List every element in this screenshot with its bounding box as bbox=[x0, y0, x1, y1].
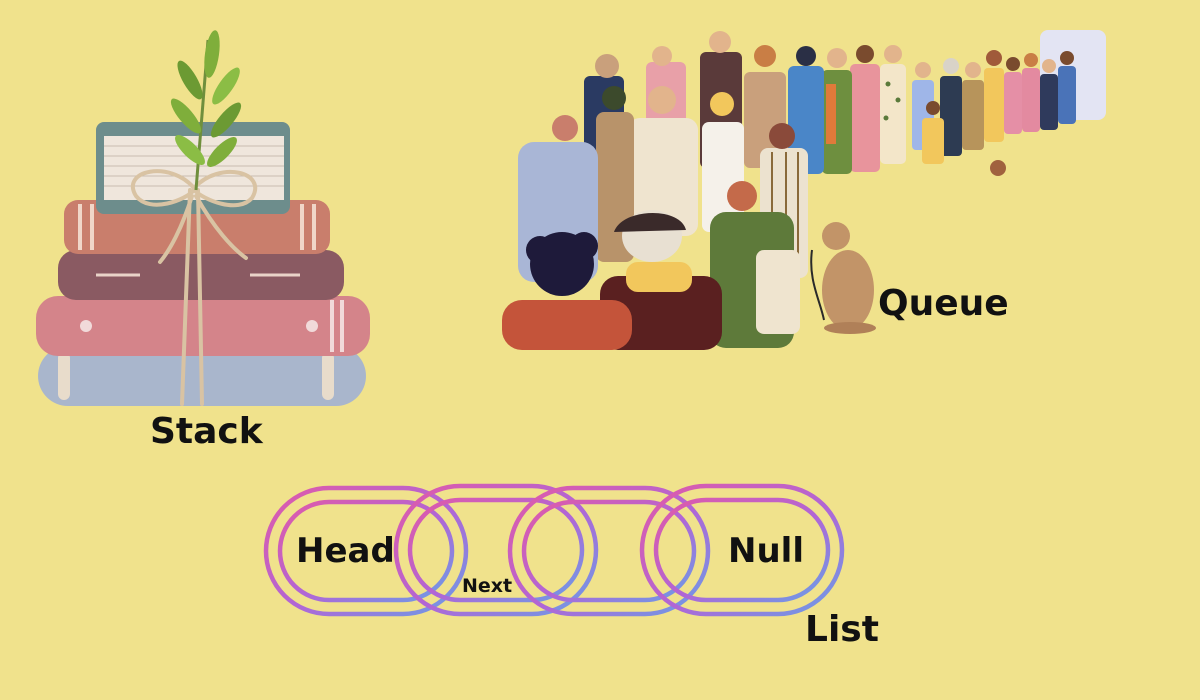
queue-people-illustration bbox=[502, 30, 1106, 350]
book-stack-illustration bbox=[36, 30, 370, 406]
queue-label: Queue bbox=[878, 283, 1009, 324]
list-label: List bbox=[805, 609, 879, 650]
stack-label: Stack bbox=[150, 411, 263, 452]
chain-links-illustration bbox=[263, 483, 845, 617]
null-label: Null bbox=[728, 531, 804, 571]
head-label: Head bbox=[296, 531, 395, 571]
next-label: Next bbox=[462, 575, 513, 597]
